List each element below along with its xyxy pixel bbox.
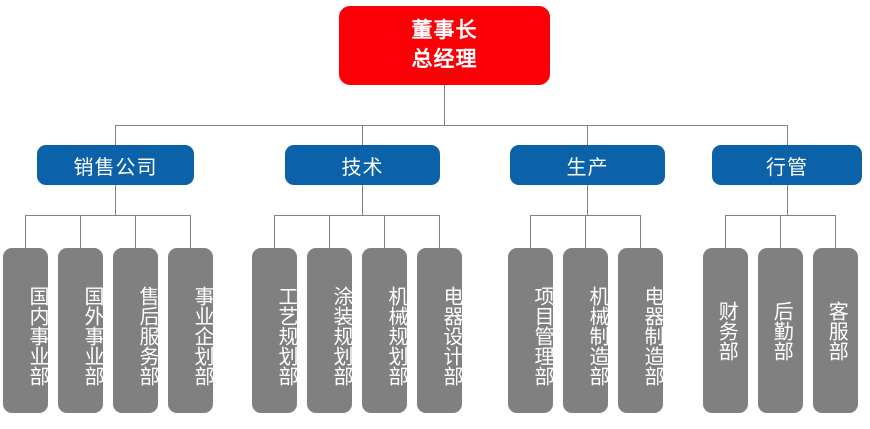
node-dept-domestic-business-label: 国内事业部: [26, 285, 48, 386]
node-dept-project-management-label: 项目管理部: [531, 285, 553, 386]
node-dept-customer-service[interactable]: 客服部: [813, 248, 858, 413]
node-dept-process-planning[interactable]: 工艺规划部: [252, 248, 297, 413]
node-dept-painting-planning-label: 涂装规划部: [330, 285, 352, 386]
connector-drop-administration: [787, 125, 788, 145]
connector-drop-painting-planning: [329, 215, 330, 248]
node-dept-overseas-business[interactable]: 国外事业部: [58, 248, 103, 413]
connector-drop-after-sales-service: [135, 215, 136, 248]
connector-drop-business-planning: [190, 215, 191, 248]
connector-drop-domestic-business: [25, 215, 26, 248]
connector-drop-mechanical-planning: [384, 215, 385, 248]
node-dept-painting-planning[interactable]: 涂装规划部: [307, 248, 352, 413]
node-dept-electrical-design[interactable]: 电器设计部: [417, 248, 462, 413]
connector-drop-finance: [725, 215, 726, 248]
connector-drop-production: [587, 125, 588, 145]
node-chairman-gm-label: 董事长 总经理: [412, 17, 478, 74]
connector-top-bus: [115, 125, 787, 126]
connector-drop-project-management: [530, 215, 531, 248]
node-dept-electrical-manufacturing[interactable]: 电器制造部: [618, 248, 663, 413]
connector-drop-sales: [115, 125, 116, 145]
node-division-sales-label: 销售公司: [73, 156, 158, 179]
connector-root-stem: [444, 85, 445, 125]
node-dept-mechanical-planning[interactable]: 机械规划部: [362, 248, 407, 413]
connector-stem-technology: [362, 185, 363, 215]
connector-drop-technology: [362, 125, 363, 145]
connector-bus-sales: [25, 215, 191, 216]
connector-bus-administration: [725, 215, 836, 216]
node-dept-after-sales-service[interactable]: 售后服务部: [113, 248, 158, 413]
node-dept-logistics[interactable]: 后勤部: [758, 248, 803, 413]
node-dept-logistics-label: 后勤部: [770, 300, 793, 361]
node-division-administration[interactable]: 行管: [712, 145, 862, 185]
node-chairman-gm[interactable]: 董事长 总经理: [339, 6, 550, 85]
node-dept-business-planning[interactable]: 事业企划部: [168, 248, 213, 413]
node-chairman-gm-label-line1: 董事长: [411, 19, 478, 43]
connector-bus-technology: [274, 215, 440, 216]
node-division-production-label: 生产: [566, 156, 609, 179]
node-dept-finance[interactable]: 财务部: [703, 248, 748, 413]
node-dept-finance-label: 财务部: [715, 300, 738, 361]
node-dept-electrical-manufacturing-label: 电器制造部: [641, 285, 663, 386]
node-dept-mechanical-manufacturing-label: 机械制造部: [586, 285, 608, 386]
node-division-sales[interactable]: 销售公司: [37, 145, 194, 185]
node-dept-process-planning-label: 工艺规划部: [275, 285, 297, 386]
connector-drop-logistics: [780, 215, 781, 248]
node-dept-mechanical-planning-label: 机械规划部: [385, 285, 407, 386]
connector-bus-production: [530, 215, 641, 216]
node-chairman-gm-label-line2: 总经理: [411, 47, 478, 71]
connector-drop-mechanical-manufacturing: [585, 215, 586, 248]
node-dept-domestic-business[interactable]: 国内事业部: [3, 248, 48, 413]
node-dept-after-sales-service-label: 售后服务部: [136, 285, 158, 386]
node-dept-overseas-business-label: 国外事业部: [81, 285, 103, 386]
node-dept-electrical-design-label: 电器设计部: [440, 285, 462, 386]
connector-stem-production: [587, 185, 588, 215]
node-dept-customer-service-label: 客服部: [825, 300, 848, 361]
node-dept-business-planning-label: 事业企划部: [191, 285, 213, 386]
connector-drop-process-planning: [274, 215, 275, 248]
node-division-administration-label: 行管: [766, 156, 808, 179]
node-dept-mechanical-manufacturing[interactable]: 机械制造部: [563, 248, 608, 413]
connector-stem-administration: [787, 185, 788, 215]
connector-drop-overseas-business: [80, 215, 81, 248]
connector-drop-electrical-manufacturing: [640, 215, 641, 248]
node-division-technology-label: 技术: [341, 156, 384, 179]
connector-drop-customer-service: [835, 215, 836, 248]
connector-drop-electrical-design: [439, 215, 440, 248]
connector-stem-sales: [115, 185, 116, 215]
node-division-technology[interactable]: 技术: [285, 145, 440, 185]
node-dept-project-management[interactable]: 项目管理部: [508, 248, 553, 413]
node-division-production[interactable]: 生产: [510, 145, 665, 185]
